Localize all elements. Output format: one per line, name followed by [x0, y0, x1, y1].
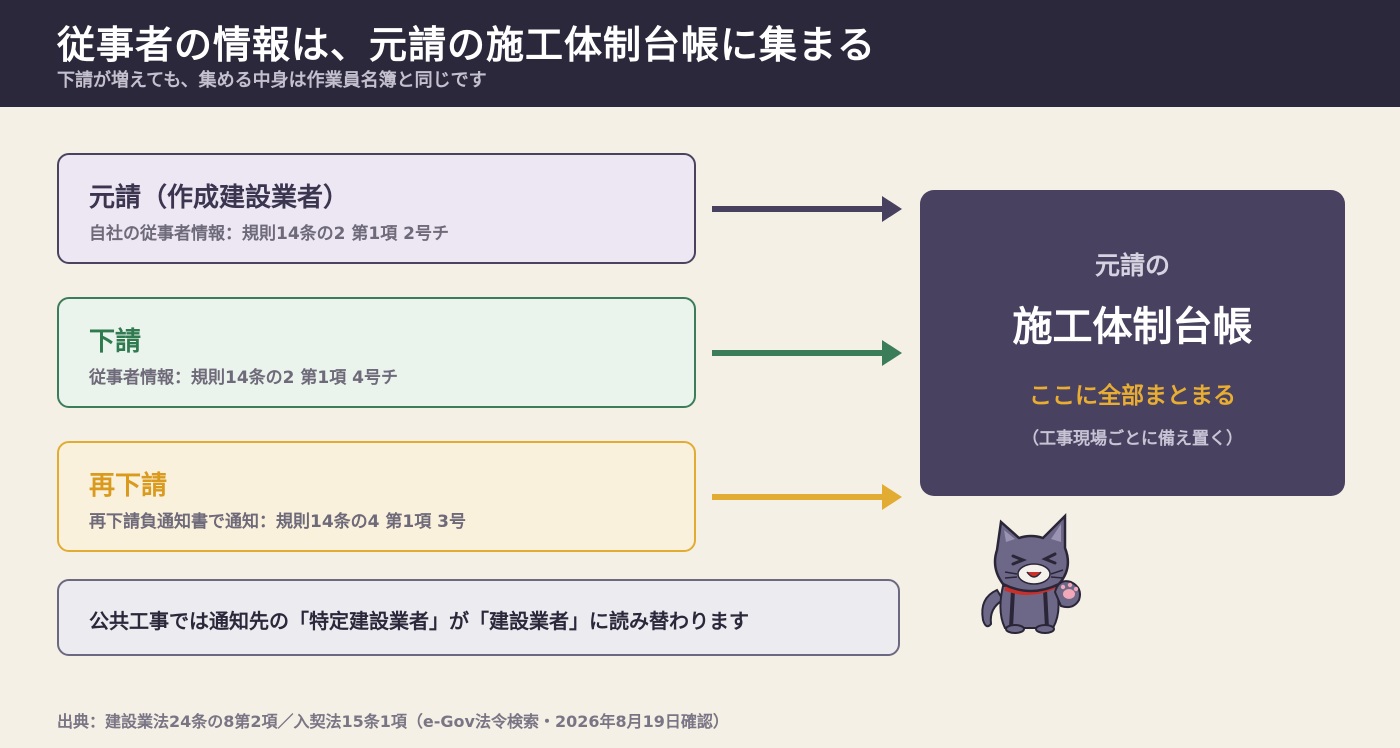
public-works-note-box: 公共工事では通知先の「特定建設業者」が「建設業者」に読み替わります: [57, 579, 900, 656]
cat-mascot-icon: [975, 512, 1090, 637]
ledger-prefix: 元請の: [1094, 251, 1170, 280]
header-banner: 従事者の情報は、元請の施工体制台帳に集まる 下請が増えても、集める中身は作業員名…: [0, 0, 1400, 107]
arrow-shaft: [712, 350, 884, 356]
ledger-note: （工事現場ごとに備え置く）: [1022, 429, 1243, 449]
source-box-subcontractor: 下請 従事者情報：規則14条の2 第1項 4号チ: [57, 297, 696, 408]
source-note-subcontractor: 従事者情報：規則14条の2 第1項 4号チ: [89, 368, 398, 388]
source-note-re-subcontractor: 再下請負通知書で通知：規則14条の4 第1項 3号: [89, 512, 466, 532]
source-box-general-contractor: 元請（作成建設業者） 自社の従事者情報：規則14条の2 第1項 2号チ: [57, 153, 696, 264]
source-title-re-subcontractor: 再下請: [89, 471, 168, 501]
arrow-head-icon: [882, 196, 902, 222]
ledger-emphasis: ここに全部まとまる: [1029, 383, 1236, 409]
arrow-head-icon: [882, 340, 902, 366]
ledger-title: 施工体制台帳: [1012, 304, 1253, 350]
source-title-subcontractor: 下請: [89, 327, 142, 357]
page-subtitle: 下請が増えても、集める中身は作業員名簿と同じです: [57, 70, 487, 91]
arrow-shaft: [712, 206, 884, 212]
source-title-general-contractor: 元請（作成建設業者）: [89, 183, 350, 213]
arrow-head-icon: [882, 484, 902, 510]
page-title: 従事者の情報は、元請の施工体制台帳に集まる: [57, 23, 877, 67]
source-note-general-contractor: 自社の従事者情報：規則14条の2 第1項 2号チ: [89, 224, 449, 244]
source-citation: 出典：建設業法24条の8第2項／入契法15条1項（e-Gov法令検索・2026年…: [57, 712, 729, 731]
construction-ledger-box: 元請の 施工体制台帳 ここに全部まとまる （工事現場ごとに備え置く）: [920, 190, 1345, 496]
arrow-shaft: [712, 494, 884, 500]
source-box-re-subcontractor: 再下請 再下請負通知書で通知：規則14条の4 第1項 3号: [57, 441, 696, 552]
public-works-note: 公共工事では通知先の「特定建設業者」が「建設業者」に読み替わります: [89, 609, 749, 633]
